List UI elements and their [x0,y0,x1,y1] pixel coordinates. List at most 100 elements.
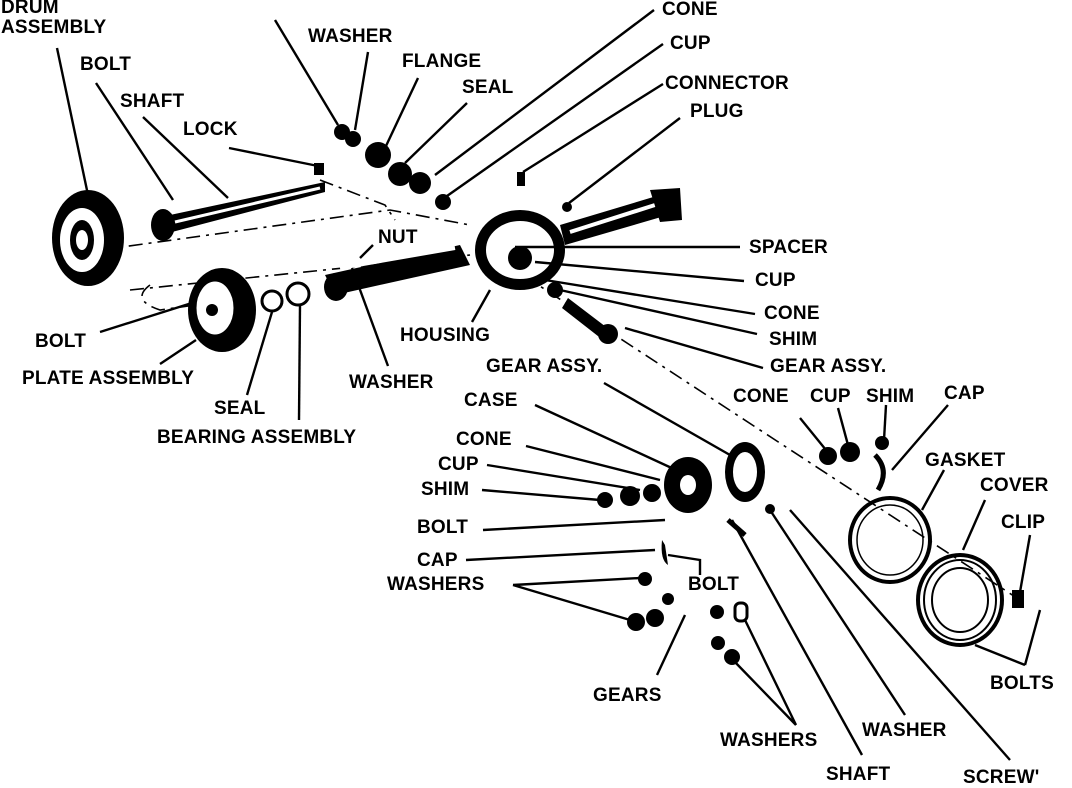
label-line: SHAFT [826,764,891,785]
axle-housing-part [324,188,682,301]
label-line: SHIM [769,329,818,350]
label-bolt-cap: BOLT [688,575,739,595]
label-line: WASHER [308,26,393,47]
label-line: CUP [670,33,711,54]
label-line: CONE [456,429,512,450]
label-line: GASKET [925,450,1006,471]
label-gear-assy-right: GEAR ASSY. [770,357,886,377]
label-lock: LOCK [183,120,238,140]
leader-lines [55,9,1042,761]
label-bolt-case: BOLT [417,518,468,538]
label-line: BOLTS [990,673,1054,694]
label-line: SEAL [214,398,266,419]
label-cone-top: CONE [662,0,718,20]
label-bolts-cover: BOLTS [990,674,1054,694]
label-line: CAP [417,550,458,571]
label-line: SCREW' [963,767,1040,788]
gasket-part [848,496,932,584]
label-cover: COVER [980,476,1049,496]
label-line: CUP [755,270,796,291]
label-cone-right: CONE [764,304,820,324]
label-line: BOLT [688,574,740,595]
label-cap-case: CAP [417,551,458,571]
label-cup-side: CUP [810,387,851,407]
label-screw: SCREW' [963,768,1039,788]
label-line: BOLT [35,331,87,352]
seal-axle-part [260,289,284,313]
label-cone-side: CONE [733,387,789,407]
label-line: NUT [378,227,418,248]
label-line: SHAFT [120,91,185,112]
label-line: CONE [764,303,820,324]
label-line: BOLT [80,54,132,75]
label-line: CONE [733,386,789,407]
label-line: CAP [944,383,985,404]
label-washer-top: WASHER [308,27,393,47]
label-line: CUP [438,454,479,475]
label-line: CONE [662,0,718,20]
label-shaft-axle: SHAFT [120,92,184,112]
label-line: BOLT [417,517,469,538]
label-gasket: GASKET [925,451,1005,471]
label-line: WASHERS [720,730,818,751]
label-bolt-axle-flange: BOLT [80,55,131,75]
label-line: CUP [810,386,851,407]
label-seal-axle: SEAL [214,399,265,419]
label-line: ASSEMBLY [1,17,107,38]
pinion-stack-top [334,124,572,212]
label-line: SEAL [462,77,514,98]
label-bearing-assembly: BEARING ASSEMBLY [157,428,356,448]
label-line: SPACER [749,237,828,258]
label-cap-side: CAP [944,384,985,404]
label-cup-case: CUP [438,455,479,475]
label-cup-right: CUP [755,271,796,291]
label-flange: FLANGE [402,52,481,72]
label-line: SHIM [421,479,470,500]
label-plate-assembly: PLATE ASSEMBLY [22,369,194,389]
label-line: COVER [980,475,1049,496]
label-line: GEAR ASSY. [486,356,603,377]
label-washers-left: WASHERS [387,575,484,595]
label-connector: CONNECTOR [665,74,789,94]
label-clip: CLIP [1001,513,1045,533]
label-line: PLUG [690,101,744,122]
label-case: CASE [464,391,518,411]
label-seal-pinion: SEAL [462,78,513,98]
side-bearing-parts [819,436,889,492]
drum-assembly-part [52,190,124,286]
label-line: CONNECTOR [665,73,789,94]
label-washers-bottom: WASHERS [720,731,817,751]
label-gears: GEARS [593,686,662,706]
label-line: HOUSING [400,325,491,346]
label-line: DRUM [1,0,59,18]
label-line: GEARS [593,685,662,706]
label-bolt-plate: BOLT [35,332,86,352]
plate-assembly-part [188,268,256,352]
label-gear-assy-center: GEAR ASSY. [486,357,602,377]
label-line: WASHER [862,720,947,741]
label-housing: HOUSING [400,326,490,346]
cover-part [916,553,1024,647]
label-shim-right: SHIM [769,330,817,350]
label-line: FLANGE [402,51,482,72]
label-line: BEARING ASSEMBLY [157,427,357,448]
axle-centerline [99,209,1021,601]
label-line: CLIP [1001,512,1046,533]
differential-case-part [597,442,765,575]
label-line: WASHER [349,372,434,393]
label-line: GEAR ASSY. [770,356,887,377]
label-cup-top: CUP [670,34,711,54]
label-line: PLATE ASSEMBLY [22,368,195,389]
label-washer-axle: WASHER [349,373,434,393]
label-line: SHIM [866,386,915,407]
pinion-gear-assy [547,282,618,344]
label-plug: PLUG [690,102,744,122]
label-line: CASE [464,390,518,411]
label-shaft-pinion: SHAFT [826,765,890,785]
axle-shaft-part [151,163,325,241]
label-shim-case: SHIM [421,480,469,500]
label-cone-case: CONE [456,430,512,450]
label-shim-side: SHIM [866,387,914,407]
